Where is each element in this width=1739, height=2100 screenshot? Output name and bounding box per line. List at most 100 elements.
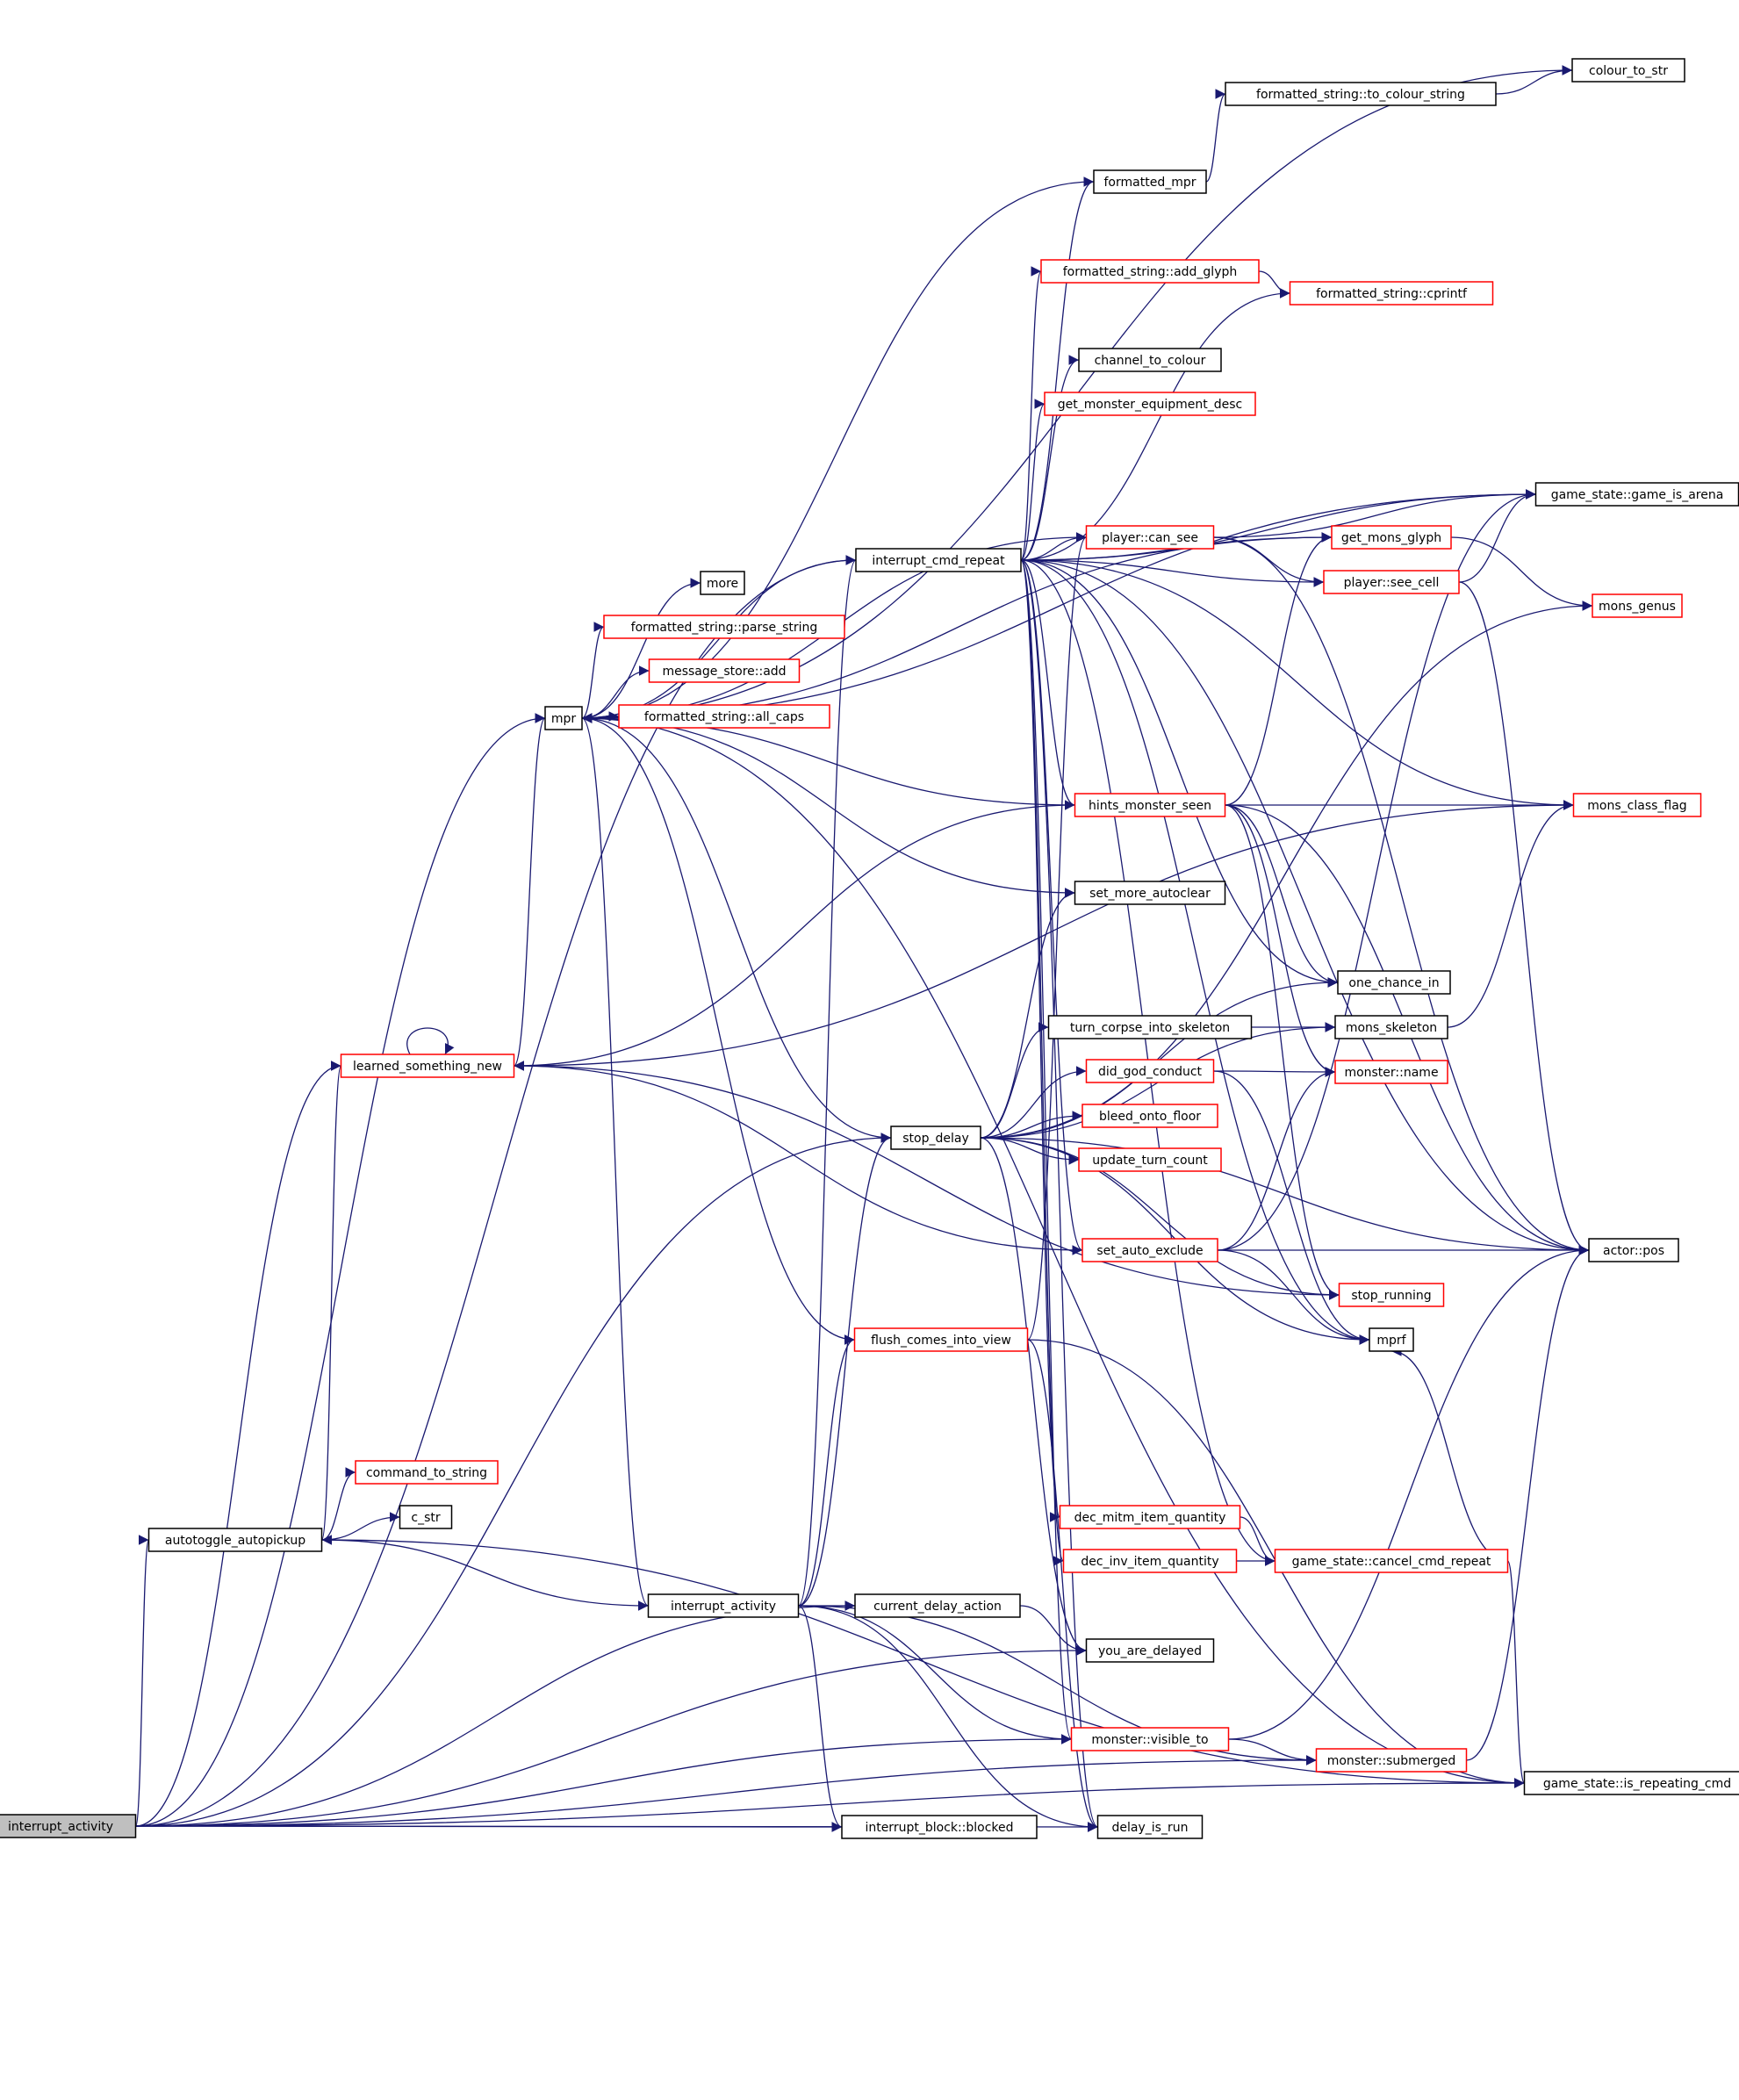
- node-label: current_delay_action: [873, 1600, 1002, 1614]
- edge-mpr-to-parse_string: [581, 622, 605, 719]
- node-all-caps[interactable]: formatted_string::all_caps: [618, 704, 830, 729]
- node-label: command_to_string: [366, 1466, 487, 1480]
- node-get-monster-equipment-desc[interactable]: get_monster_equipment_desc: [1044, 392, 1256, 416]
- node-stop-running[interactable]: stop_running: [1338, 1283, 1445, 1307]
- node-label: formatted_string::add_glyph: [1063, 265, 1238, 279]
- node-actor-pos[interactable]: actor::pos: [1588, 1238, 1679, 1262]
- node-more[interactable]: more: [700, 571, 745, 595]
- edge-mons_skeleton-to-mons_class_flag: [1447, 800, 1574, 1028]
- node-label: colour_to_str: [1589, 64, 1668, 78]
- edge-interrupt_activity_root-to-monster_visible_to: [135, 1734, 1072, 1827]
- node-game-is-arena[interactable]: game_state::game_is_arena: [1534, 482, 1739, 507]
- node-interrupt-block-blocked[interactable]: interrupt_block::blocked: [841, 1815, 1038, 1839]
- node-delay-is-run[interactable]: delay_is_run: [1096, 1815, 1204, 1839]
- node-interrupt-activity-root[interactable]: interrupt_activity: [0, 1814, 137, 1838]
- node-command-to-string[interactable]: command_to_string: [355, 1460, 499, 1485]
- node-set-auto-exclude[interactable]: set_auto_exclude: [1081, 1238, 1218, 1262]
- node-box: [700, 571, 745, 595]
- edge-interrupt_cmd_repeat-to-mprf: [1020, 559, 1370, 1345]
- node-mons-genus[interactable]: mons_genus: [1592, 593, 1683, 618]
- node-c-str[interactable]: c_str: [399, 1505, 453, 1529]
- node-box: [1338, 1283, 1445, 1307]
- node-label: flush_comes_into_view: [871, 1334, 1011, 1348]
- node-label: turn_corpse_into_skeleton: [1070, 1021, 1230, 1035]
- node-parse-string[interactable]: formatted_string::parse_string: [603, 615, 845, 639]
- node-hints-monster-seen[interactable]: hints_monster_seen: [1074, 793, 1226, 817]
- node-label: channel_to_colour: [1095, 354, 1206, 368]
- node-stop-delay[interactable]: stop_delay: [890, 1126, 981, 1150]
- node-interrupt-activity[interactable]: interrupt_activity: [647, 1593, 800, 1618]
- node-monster-visible-to[interactable]: monster::visible_to: [1070, 1727, 1230, 1751]
- node-monster-name[interactable]: monster::name: [1334, 1060, 1448, 1084]
- node-you-are-delayed[interactable]: you_are_delayed: [1085, 1638, 1215, 1663]
- node-box: [1369, 1327, 1414, 1352]
- node-one-chance-in[interactable]: one_chance_in: [1337, 970, 1451, 995]
- node-box: [1274, 1549, 1509, 1573]
- node-cprintf[interactable]: formatted_string::cprintf: [1289, 281, 1494, 306]
- node-message-store-add[interactable]: message_store::add: [648, 658, 801, 683]
- node-box: [1572, 793, 1702, 817]
- edge-stop_delay-to-mons_genus: [980, 601, 1593, 1139]
- node-colour-to-str[interactable]: colour_to_str: [1571, 58, 1685, 83]
- node-is-repeating-cmd[interactable]: game_state::is_repeating_cmd: [1523, 1771, 1739, 1795]
- node-mons-skeleton[interactable]: mons_skeleton: [1334, 1015, 1448, 1039]
- node-box: [1074, 793, 1226, 817]
- node-box: [1070, 1727, 1230, 1751]
- node-label: interrupt_activity: [671, 1600, 776, 1614]
- node-dec-inv-item-quantity[interactable]: dec_inv_item_quantity: [1062, 1549, 1238, 1573]
- edge-mpr-to-more: [581, 578, 701, 719]
- edge-interrupt_cmd_repeat-to-cprintf: [1020, 288, 1290, 561]
- node-mons-class-flag[interactable]: mons_class_flag: [1572, 793, 1702, 817]
- node-mprf[interactable]: mprf: [1369, 1327, 1414, 1352]
- node-box: [1323, 570, 1460, 594]
- node-label: formatted_mpr: [1104, 176, 1196, 190]
- node-label: game_state::cancel_cmd_repeat: [1292, 1555, 1491, 1569]
- node-label: bleed_onto_floor: [1099, 1110, 1201, 1124]
- node-to-colour-string[interactable]: formatted_string::to_colour_string: [1225, 82, 1497, 106]
- node-formatted-mpr[interactable]: formatted_mpr: [1093, 169, 1207, 194]
- node-box: [1571, 58, 1685, 83]
- node-interrupt-cmd-repeat[interactable]: interrupt_cmd_repeat: [855, 548, 1022, 572]
- node-box: [647, 1593, 800, 1618]
- node-channel-to-colour[interactable]: channel_to_colour: [1078, 348, 1222, 372]
- edge-flush_comes_into_view-to-player_can_see: [1026, 532, 1088, 1341]
- node-label: player::see_cell: [1344, 576, 1440, 590]
- node-current-delay-action[interactable]: current_delay_action: [854, 1593, 1021, 1618]
- node-box: [355, 1460, 499, 1485]
- node-label: stop_running: [1351, 1289, 1431, 1303]
- node-monster-submerged[interactable]: monster::submerged: [1315, 1748, 1468, 1773]
- node-label: get_monster_equipment_desc: [1058, 398, 1242, 412]
- edge-flush_comes_into_view-to-delay_is_run: [1027, 1339, 1098, 1832]
- node-label: interrupt_cmd_repeat: [872, 554, 1005, 568]
- node-player-see-cell[interactable]: player::see_cell: [1323, 570, 1460, 594]
- edge-interrupt_activity_root-to-interrupt_cmd_repeat: [135, 555, 857, 1827]
- node-label: interrupt_activity: [8, 1820, 113, 1834]
- edge-interrupt_activity-to-autotoggle_autopickup: [321, 1535, 649, 1607]
- node-flush-comes-into-view[interactable]: flush_comes_into_view: [853, 1327, 1029, 1352]
- node-did-god-conduct[interactable]: did_god_conduct: [1085, 1059, 1215, 1083]
- node-box: [340, 1054, 515, 1078]
- node-dec-mitm-item-quantity[interactable]: dec_mitm_item_quantity: [1059, 1505, 1241, 1529]
- node-box: [1085, 1059, 1215, 1083]
- edge-learned_something_new-to-learned_something_new: [406, 1027, 455, 1055]
- node-mpr[interactable]: mpr: [544, 706, 583, 730]
- node-label: did_god_conduct: [1098, 1065, 1203, 1079]
- edge-player_see_cell-to-actor_pos: [1458, 581, 1590, 1255]
- node-add-glyph[interactable]: formatted_string::add_glyph: [1040, 259, 1260, 284]
- node-set-more-autoclear[interactable]: set_more_autoclear: [1074, 881, 1226, 905]
- node-bleed-onto-floor[interactable]: bleed_onto_floor: [1081, 1104, 1218, 1128]
- node-cancel-cmd-repeat[interactable]: game_state::cancel_cmd_repeat: [1274, 1549, 1509, 1573]
- node-autotoggle-autopickup[interactable]: autotoggle_autopickup: [147, 1528, 323, 1552]
- node-box: [1040, 259, 1260, 284]
- node-get-mons-glyph[interactable]: get_mons_glyph: [1331, 525, 1452, 550]
- edge-interrupt_activity_root-to-monster_submerged: [135, 1755, 1317, 1827]
- node-turn-corpse-into-skeleton[interactable]: turn_corpse_into_skeleton: [1047, 1015, 1253, 1039]
- node-player-can-see[interactable]: player::can_see: [1085, 525, 1215, 550]
- node-learned-something-new[interactable]: learned_something_new: [340, 1054, 515, 1078]
- node-box: [1062, 1549, 1238, 1573]
- node-box: [1044, 392, 1256, 416]
- edge-interrupt_activity_root-to-learned_something_new: [135, 1061, 341, 1827]
- node-box: [1225, 82, 1497, 106]
- node-update-turn-count[interactable]: update_turn_count: [1078, 1147, 1222, 1172]
